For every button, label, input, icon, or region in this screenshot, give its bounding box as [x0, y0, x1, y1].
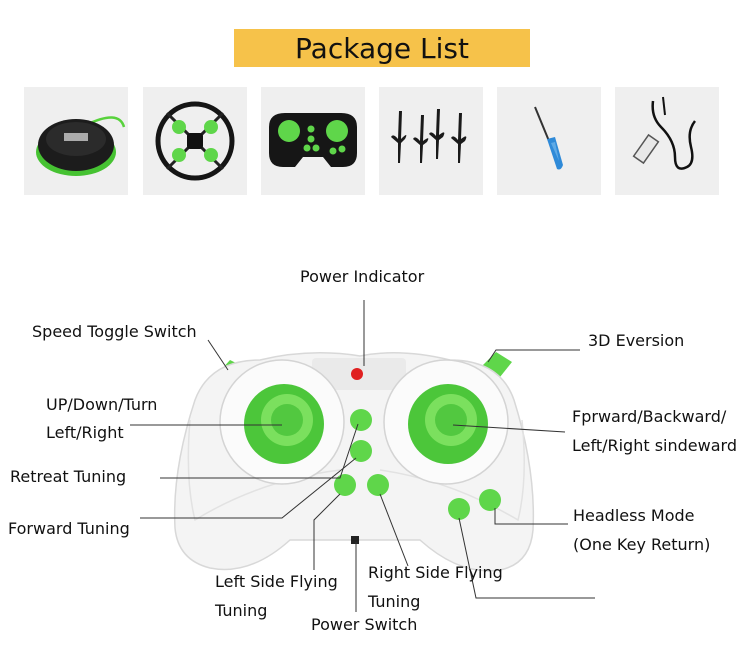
- propellers-icon: [391, 109, 467, 163]
- label-speed-toggle: Speed Toggle Switch: [32, 322, 197, 341]
- label-left-side-1: Left Side Flying: [215, 572, 338, 591]
- storage-case-icon: [36, 116, 126, 176]
- thumb-drone: [143, 87, 247, 195]
- package-list-banner: Package List: [234, 29, 530, 67]
- right-side-tuning-button[interactable]: [367, 474, 389, 496]
- thumb-remote-controller: [261, 87, 365, 195]
- power-switch[interactable]: [351, 536, 359, 544]
- usb-cable-icon: [632, 96, 697, 170]
- label-left-side-2: Tuning: [215, 601, 268, 620]
- screwdriver-icon: [534, 106, 563, 170]
- drone-icon: [155, 101, 235, 181]
- forward-tuning-button[interactable]: [350, 440, 372, 462]
- thumb-spare-propellers: [379, 87, 483, 195]
- one-key-return-button[interactable]: [448, 498, 470, 520]
- label-right-side-1: Right Side Flying: [368, 563, 503, 582]
- remote-controller-icon: [269, 113, 357, 167]
- label-retreat-tuning: Retreat Tuning: [10, 467, 127, 486]
- package-list-title: Package List: [295, 31, 469, 65]
- thumb-storage-case: [24, 87, 128, 195]
- label-headless-2: (One Key Return): [573, 535, 711, 554]
- label-forward-backward-1: Fprward/Backward/: [572, 407, 727, 426]
- label-up-down-2: Left/Right: [46, 423, 124, 442]
- retreat-tuning-button[interactable]: [350, 409, 372, 431]
- label-forward-backward-2: Left/Right sindeward: [572, 436, 737, 455]
- label-3d-eversion: 3D Eversion: [588, 331, 685, 350]
- label-right-side-2: Tuning: [368, 592, 421, 611]
- label-up-down-1: UP/Down/Turn: [46, 395, 158, 414]
- headless-mode-button[interactable]: [479, 489, 501, 511]
- label-headless-1: Headless Mode: [573, 506, 695, 525]
- left-side-tuning-button[interactable]: [334, 474, 356, 496]
- leader-lines: [130, 300, 595, 612]
- thumb-screwdriver: [497, 87, 601, 195]
- label-forward-tuning: Forward Tuning: [8, 519, 130, 538]
- power-indicator-led: [351, 368, 363, 380]
- label-power-switch: Power Switch: [311, 615, 418, 634]
- thumb-usb-cable: [615, 87, 719, 195]
- label-power-indicator: Power Indicator: [300, 267, 425, 286]
